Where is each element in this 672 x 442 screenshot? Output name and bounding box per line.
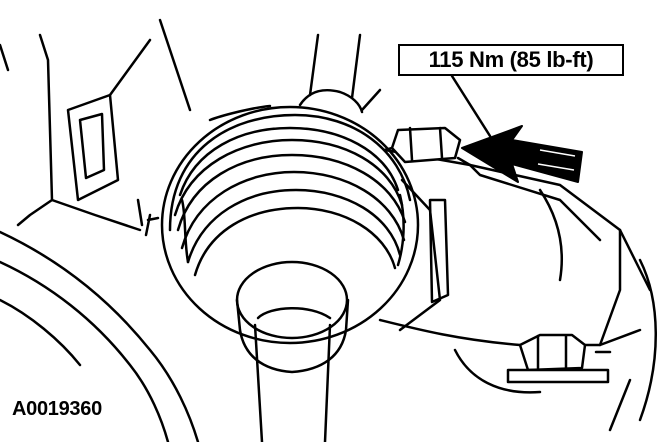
bottom-bolt (506, 333, 612, 384)
cv-boot (144, 104, 420, 345)
figure-id-label: A0019360 (12, 398, 102, 420)
background-housing (0, 33, 152, 232)
lower-left-wheel-arc (0, 230, 200, 442)
steering-knuckle (378, 148, 657, 432)
upper-arm (158, 18, 382, 114)
torque-spec-label: 115 Nm (85 lb-ft) (398, 44, 624, 76)
leader-line (450, 74, 492, 138)
halfshaft (235, 260, 350, 442)
top-bolt (383, 126, 472, 167)
pointer-arrow (461, 125, 583, 183)
